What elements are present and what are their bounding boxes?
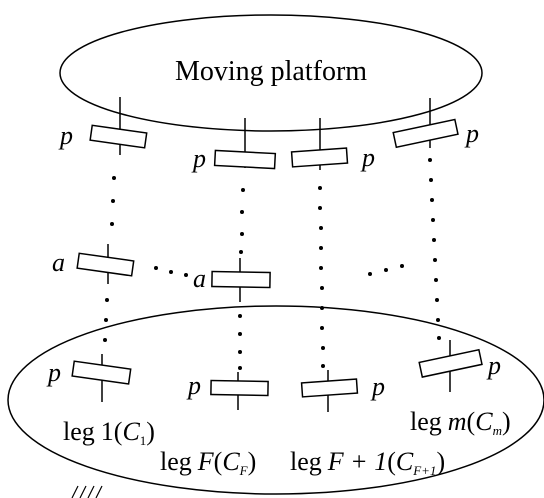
leg-1-lower-dots — [103, 298, 109, 342]
moving-platform-ellipse — [59, 14, 483, 132]
leg-m-top-joint-label: p — [464, 119, 479, 148]
prismatic-joint-icon — [213, 149, 277, 170]
prismatic-joint-icon — [89, 124, 148, 149]
prismatic-joint-icon — [71, 360, 132, 385]
leg-F-top-joint-label: p — [191, 144, 206, 173]
leg-F-lower-dots — [238, 314, 242, 370]
leg-F-base-joint-label: p — [186, 371, 201, 400]
prismatic-joint-icon — [392, 118, 459, 149]
moving-platform-label: Moving platform — [175, 56, 367, 87]
base-ellipse — [7, 305, 544, 495]
leg-m-base-joint-label: p — [486, 351, 501, 380]
actuated-joint-icon — [211, 270, 271, 289]
leg-F-middle-joint-label: a — [193, 264, 206, 293]
leg-F-upper-dots — [239, 188, 245, 254]
prismatic-joint-icon — [300, 378, 359, 398]
leg-m-dots — [428, 158, 441, 340]
leg-F-plus-1-dots — [318, 186, 325, 368]
prismatic-joint-icon — [418, 348, 483, 378]
prismatic-joint-icon — [290, 147, 349, 168]
leg-1-base-joint-label: p — [46, 358, 61, 387]
leg-1-top-joint-label: p — [58, 121, 73, 150]
actuated-joint-icon — [76, 252, 135, 277]
leg-F-plus-1-base-joint-label: p — [370, 372, 385, 401]
ground-hatch-icon — [71, 485, 103, 498]
actuated-link-dots — [154, 264, 404, 277]
leg-F-plus-1-top-joint-label: p — [360, 143, 375, 172]
leg-1-upper-dots — [110, 176, 116, 226]
prismatic-joint-icon — [210, 379, 269, 397]
leg-1-middle-joint-label: a — [52, 248, 65, 277]
